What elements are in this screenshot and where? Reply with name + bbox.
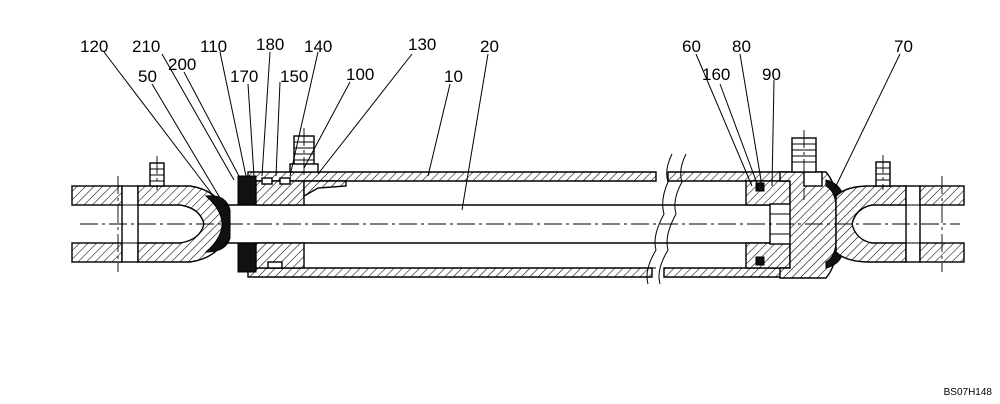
callout-110: 110 <box>200 37 227 56</box>
callout-150: 150 <box>280 67 308 86</box>
figure-code: BS07H148 <box>943 387 992 398</box>
callout-200: 200 <box>168 55 196 74</box>
callout-10: 10 <box>444 67 463 86</box>
gland-assembly <box>237 128 347 273</box>
callout-120: 120 <box>80 37 108 56</box>
callout-60: 60 <box>682 37 701 56</box>
piston-rod <box>224 204 770 244</box>
callout-210: 210 <box>132 37 160 56</box>
callout-90: 90 <box>762 65 781 84</box>
cap-end-and-right-clevis <box>779 130 965 279</box>
cylinder-barrel <box>247 153 791 285</box>
callout-170: 170 <box>230 67 258 86</box>
callout-50: 50 <box>138 67 157 86</box>
callout-160: 160 <box>702 65 730 84</box>
callout-100: 100 <box>346 65 374 84</box>
callout-70: 70 <box>894 37 913 56</box>
leader-lines <box>103 51 901 211</box>
callout-180: 180 <box>256 35 284 54</box>
callout-80: 80 <box>732 37 751 56</box>
callout-130: 130 <box>408 35 436 54</box>
callout-140: 140 <box>304 37 332 56</box>
left-clevis <box>71 156 231 272</box>
callout-20: 20 <box>480 37 499 56</box>
